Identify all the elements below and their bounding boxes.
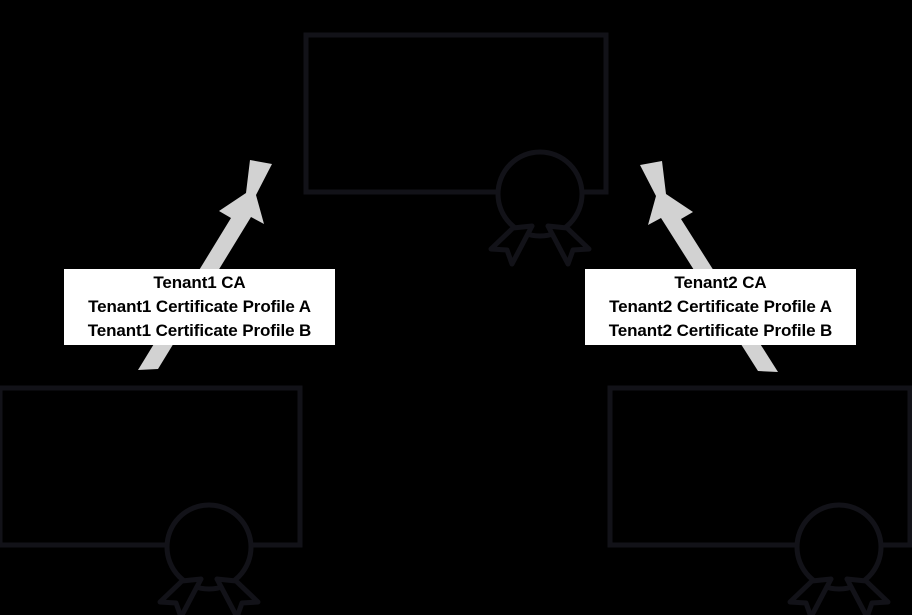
tenant1-label-box[interactable]: Tenant1 CA Tenant1 Certificate Profile A… bbox=[64, 269, 335, 345]
certificate-ribbon-right-icon bbox=[844, 576, 891, 615]
certificate-icon-shared-ca[interactable] bbox=[303, 32, 609, 267]
certificate-icon-tenant1[interactable] bbox=[0, 385, 303, 615]
certificate-ribbon-right-icon bbox=[545, 223, 592, 267]
certificate-body-icon bbox=[303, 32, 609, 195]
tenant1-profile-a-label: Tenant1 Certificate Profile A bbox=[88, 296, 311, 316]
tenant1-profile-b-label: Tenant1 Certificate Profile B bbox=[87, 320, 312, 340]
certificate-ribbon-right-icon bbox=[214, 576, 261, 615]
certificate-ribbon-left-icon bbox=[787, 576, 834, 615]
certificate-body-icon bbox=[607, 385, 912, 548]
tenant2-label-box[interactable]: Tenant2 CA Tenant2 Certificate Profile A… bbox=[585, 269, 856, 345]
certificate-ribbon-left-icon bbox=[157, 576, 204, 615]
certificate-seal-icon bbox=[164, 502, 254, 592]
tenant2-profile-b-label: Tenant2 Certificate Profile B bbox=[608, 320, 833, 340]
certificate-seal-icon bbox=[495, 149, 585, 239]
certificate-seal-icon bbox=[794, 502, 884, 592]
certificate-icon-tenant2[interactable] bbox=[607, 385, 912, 615]
certificate-ribbon-left-icon bbox=[488, 223, 535, 267]
tenant2-ca-label: Tenant2 CA bbox=[674, 272, 767, 292]
certificate-body-icon bbox=[0, 385, 303, 548]
tenant1-ca-label: Tenant1 CA bbox=[153, 272, 246, 292]
tenant2-profile-a-label: Tenant2 Certificate Profile A bbox=[609, 296, 832, 316]
